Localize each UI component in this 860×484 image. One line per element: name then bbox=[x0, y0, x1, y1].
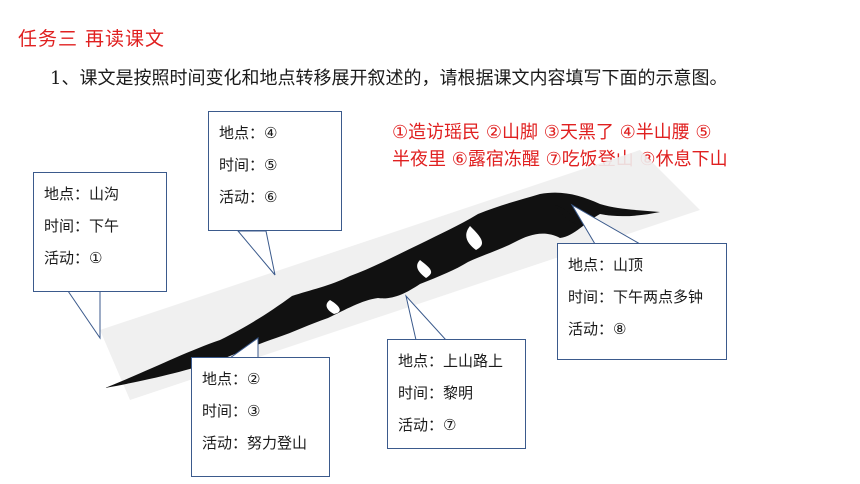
activity-value: ⑥ bbox=[264, 188, 278, 206]
time-value: 下午 bbox=[89, 217, 120, 235]
time-label: 时间： bbox=[202, 402, 248, 420]
answer-key-line-1: ①造访瑶民 ②山脚 ③天黑了 ④半山腰 ⑤ bbox=[392, 122, 712, 143]
place-label: 地点： bbox=[44, 185, 90, 203]
place-label: 地点： bbox=[568, 256, 614, 274]
callout-bubble-halfway: 地点：④ 时间：⑤ 活动：⑥ bbox=[208, 111, 342, 231]
time-label: 时间： bbox=[219, 156, 265, 174]
time-label: 时间： bbox=[568, 288, 614, 306]
place-value: 上山路上 bbox=[443, 352, 504, 370]
time-label: 时间： bbox=[398, 384, 444, 402]
time-value: 黎明 bbox=[443, 384, 474, 402]
activity-label: 活动： bbox=[568, 320, 614, 338]
activity-value: 努力登山 bbox=[247, 434, 308, 452]
place-value: 山顶 bbox=[613, 256, 644, 274]
time-value: ⑤ bbox=[264, 156, 278, 174]
place-label: 地点： bbox=[202, 370, 248, 388]
instruction-text: 1、课文是按照时间变化和地点转移展开叙述的，请根据课文内容填写下面的示意图。 bbox=[50, 68, 728, 89]
activity-label: 活动： bbox=[219, 188, 265, 206]
activity-value: ① bbox=[89, 249, 103, 267]
time-label: 时间： bbox=[44, 217, 90, 235]
callout-bubble-uphill: 地点：上山路上 时间：黎明 活动：⑦ bbox=[387, 339, 526, 449]
task-title: 任务三 再读课文 bbox=[18, 28, 166, 50]
activity-label: 活动： bbox=[398, 416, 444, 434]
place-value: ② bbox=[247, 370, 261, 388]
place-value: ④ bbox=[264, 124, 278, 142]
place-label: 地点： bbox=[398, 352, 444, 370]
place-value: 山沟 bbox=[89, 185, 120, 203]
time-value: ③ bbox=[247, 402, 261, 420]
mountain-ridge-highlight bbox=[326, 226, 483, 314]
callout-bubble-summit: 地点：山顶 时间：下午两点多钟 活动：⑧ bbox=[557, 243, 727, 360]
activity-label: 活动： bbox=[202, 434, 248, 452]
time-value: 下午两点多钟 bbox=[613, 288, 704, 306]
callout-bubble-foothill: 地点：② 时间：③ 活动：努力登山 bbox=[191, 357, 330, 477]
activity-value: ⑧ bbox=[613, 320, 627, 338]
place-label: 地点： bbox=[219, 124, 265, 142]
callout-bubble-gully: 地点：山沟 时间：下午 活动：① bbox=[33, 172, 167, 292]
activity-value: ⑦ bbox=[443, 416, 457, 434]
activity-label: 活动： bbox=[44, 249, 90, 267]
